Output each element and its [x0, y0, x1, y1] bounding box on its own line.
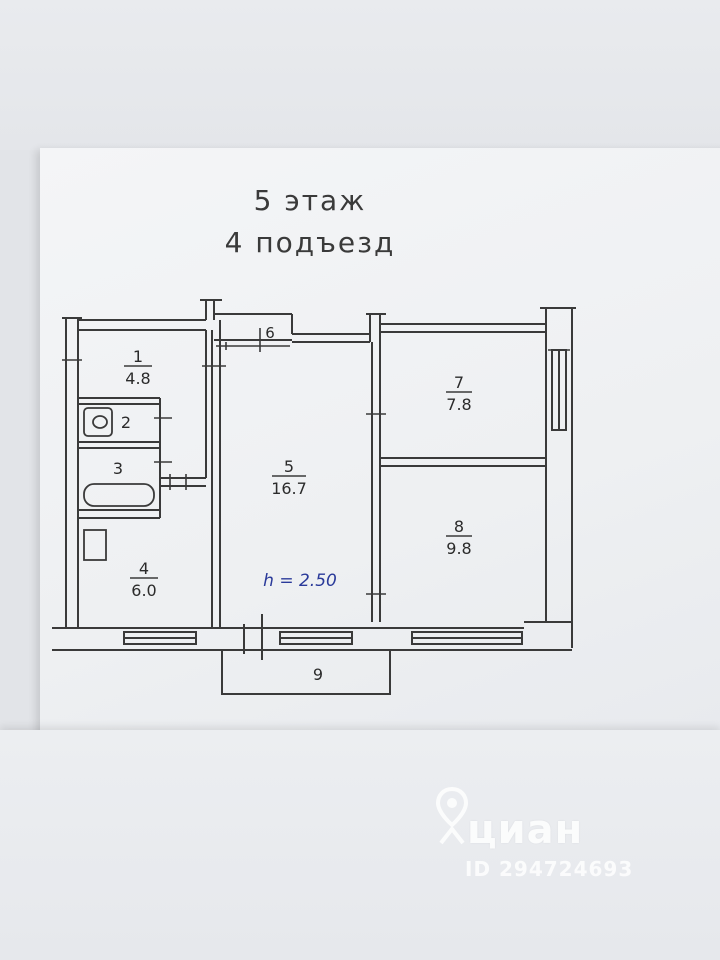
- fraction-bars: [124, 365, 472, 579]
- room-8-number: 8: [454, 517, 464, 536]
- room-1-area: 4.8: [125, 369, 150, 388]
- stove-icon: [83, 529, 107, 561]
- room-6-number: 6: [265, 324, 275, 342]
- bathtub-icon: [83, 483, 155, 507]
- toilet-bowl-icon: [92, 415, 108, 429]
- fixtures: [83, 407, 155, 561]
- toilet-icon: [83, 407, 113, 437]
- room-7-area: 7.8: [446, 395, 471, 414]
- watermark-brand: циан: [467, 807, 584, 853]
- room-4-number: 4: [139, 559, 149, 578]
- background-sheet-bottom: [0, 730, 720, 960]
- door-marks: [62, 328, 570, 595]
- room-3-number: 3: [113, 459, 123, 478]
- room-8-area: 9.8: [446, 539, 471, 558]
- floor-label: 5 этаж: [253, 184, 367, 217]
- ceiling-height-label: h = 2.50: [263, 571, 337, 591]
- room-7-number: 7: [454, 373, 464, 392]
- room-5-area: 16.7: [271, 479, 307, 498]
- background-sheet-top: [0, 0, 720, 150]
- location-pin-icon: [435, 786, 469, 845]
- room-1-number: 1: [133, 347, 143, 366]
- room-4-area: 6.0: [131, 581, 156, 600]
- cian-watermark: циан ID 294724693: [425, 785, 685, 885]
- walls: [52, 299, 576, 695]
- room-9-number: 9: [313, 665, 323, 684]
- room-5-number: 5: [284, 457, 294, 476]
- entrance-label: 4 подъезд: [224, 226, 396, 259]
- watermark-listing-id: ID 294724693: [465, 857, 634, 881]
- room-2-number: 2: [121, 413, 131, 432]
